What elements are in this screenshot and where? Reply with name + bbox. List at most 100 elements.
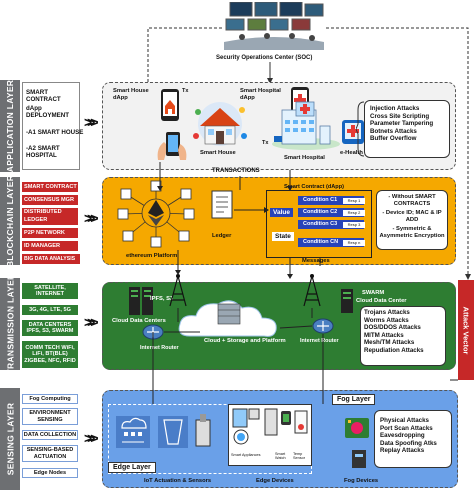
swarm-label: SWARM <box>362 290 385 296</box>
se-label-2: DATA COLLECTION <box>22 430 78 440</box>
app-attack-item: Botnets Attacks <box>370 127 417 135</box>
se-attack-item: Physical Attacks <box>380 417 429 424</box>
soc-title: Security Operations Center (SOC) <box>216 55 313 61</box>
transmission-layer-bar: TRANSMISSION LAYER <box>0 274 20 374</box>
resp-1: Resp 1 <box>343 198 365 204</box>
se-attacks-box <box>374 410 452 468</box>
cloud-label: Cloud + Storage and Platform <box>204 338 286 344</box>
tr-attacks-box <box>360 306 446 366</box>
app-label-1: dApp DEPLOYMENT <box>26 105 69 120</box>
app-bracket <box>356 101 365 157</box>
tr-label-2: DATA CENTERS IPFS, S3, SWARM <box>22 320 78 336</box>
smart-hospital-dapp-label: Smart Hospital dApp <box>240 88 281 101</box>
se-attack-item: Replay Attacks <box>380 447 425 455</box>
swarm-dc-label: Cloud Data Center <box>356 298 407 304</box>
ehealth-label: e-Health <box>340 150 363 156</box>
soc-image <box>222 1 326 52</box>
condition-c3: Condition C3 <box>298 220 364 229</box>
se-label-4: Edge Nodes <box>22 468 78 478</box>
value-label: Value <box>270 208 293 217</box>
messages-label: Messages <box>302 258 330 264</box>
se-label-3: SENSING-BASED ACTUATION <box>22 445 78 462</box>
tr-attacks-list: Trojans Attacks Worms Attacks DOS/DDOS A… <box>364 309 424 354</box>
router-label-2: Internet Router <box>300 338 339 344</box>
cell-tower-icon <box>302 272 322 308</box>
tr-attack-item: DOS/DDOS Attacks <box>364 324 421 332</box>
bc-label-5: BIG DATA ANALYSIS <box>22 254 80 264</box>
bc-bullet-item: - Symmetric & Asymmetric Encryption <box>379 226 445 240</box>
smart-house-phone-icon <box>160 88 180 122</box>
ledger-icon <box>210 190 234 220</box>
tr-attack-item: Worms Attacks <box>364 316 409 324</box>
device-label-2: Temp Sensor <box>293 452 306 460</box>
ipfs-label: IPFS, S3 <box>150 296 174 302</box>
edge-layer-label: Edge Layer <box>108 462 156 473</box>
smart-contract-label: Smart Contract (dApp) <box>282 184 346 190</box>
app-attacks-list: Injection Attacks Cross Site Scripting P… <box>370 105 433 143</box>
tx-label-1: Tx <box>182 88 189 94</box>
edge-devices-label: Edge Devices <box>256 478 294 484</box>
cloud-dc-label: Cloud Data Centers <box>112 318 166 324</box>
condition-cn: Condition CN <box>298 238 364 247</box>
bc-bullets-box <box>376 190 448 250</box>
cell-tower-icon <box>168 272 188 308</box>
transactions-label: TRANSACTIONS <box>212 168 260 174</box>
fog-layer-label: Fog Layer <box>332 394 376 405</box>
bc-label-3: P2P NETWORK <box>22 228 78 238</box>
tr-attack-item: MITM Attacks <box>364 331 404 339</box>
smart-house-icon <box>190 98 250 148</box>
fog-devices-label: Fog Devices <box>344 478 379 484</box>
se-attack-item: Port Scan Attacks <box>380 424 433 432</box>
fog-tower-icon <box>350 446 368 470</box>
attack-vector-bar: Attack Vector <box>458 280 474 380</box>
application-left-panel: SMART CONTRACT dApp DEPLOYMENT -A1 SMART… <box>22 82 83 170</box>
app-label-3: -A2 SMART HOSPITAL <box>26 145 60 160</box>
tr-attack-item: Repudiation Attacks <box>364 346 424 354</box>
router-icon <box>312 318 334 334</box>
iot-label: IoT Actuation & Sensors <box>144 478 212 484</box>
ethereum-platform-label: ethereum Platform <box>126 253 178 259</box>
sensing-layer-bar: SENSING LAYER <box>0 388 20 490</box>
app-attacks-box <box>364 100 450 158</box>
condition-c2: Condition C2 <box>298 208 364 217</box>
cloud-icon <box>176 296 280 344</box>
tr-label-0: SATELLITE, INTERNET <box>22 283 78 299</box>
iot-sensor-icons <box>114 412 226 452</box>
tr-label-3: COMM TECH WiFi, LiFi, BT(BLE) ZIGBEE, NF… <box>22 341 78 368</box>
resp-3: Resp 3 <box>343 222 365 228</box>
bc-label-4: ID MANAGER <box>22 241 78 251</box>
tr-label-1: 3G, 4G, LTE, 5G <box>22 305 78 315</box>
app-attack-item: Cross Site Scripting <box>370 112 430 120</box>
bc-label-1: CONSENSUS MGR <box>22 195 78 205</box>
bc-label-0: SMART CONTRACT <box>22 182 78 192</box>
smart-house-label: Smart House <box>200 150 236 156</box>
bc-bullets-list: - Without SMART CONTRACTS - Device ID; M… <box>378 194 446 240</box>
se-attack-item: Eavesdropping <box>380 432 425 440</box>
blockchain-left-panel: SMART CONTRACT CONSENSUS MGR DISTRIBUTED… <box>22 177 80 265</box>
ledger-label: Ledger <box>212 233 232 239</box>
se-attacks-list: Physical Attacks Port Scan Attacks Eaves… <box>380 417 437 455</box>
application-layer-bar: APPLICATION LAYER <box>0 80 20 172</box>
fog-device-icon <box>344 416 370 440</box>
blockchain-layer-bar: BLOCKCHAIN LAYER <box>0 175 20 267</box>
edge-devices-panel: Smart Appliances Smart Watch Temp Sensor <box>228 404 312 466</box>
bc-bullet-item: - Without SMART CONTRACTS <box>388 194 436 208</box>
smart-hospital-icon <box>270 100 342 150</box>
se-label-1: ENVIRONMENT SENSING <box>22 408 78 425</box>
tr-attack-item: Mesh/TM Attacks <box>364 339 415 347</box>
app-attack-item: Buffer Overflow <box>370 135 417 143</box>
bc-bullet-item: - Device ID; MAC & IP ADD <box>382 210 442 224</box>
state-label: State <box>272 232 294 241</box>
user-phone-icon <box>154 126 190 162</box>
device-label-0: Smart Appliances <box>231 453 261 457</box>
app-attack-item: Parameter Tampering <box>370 120 434 128</box>
smart-hospital-label: Smart Hospital <box>284 155 325 161</box>
sensing-left-panel: Fog Computing ENVIRONMENT SENSING DATA C… <box>22 392 80 490</box>
app-label-2: -A1 SMART HOUSE <box>26 129 84 136</box>
ethereum-network-icon <box>116 180 196 250</box>
se-label-0: Fog Computing <box>22 394 78 404</box>
swarm-server-icon <box>340 288 354 314</box>
tx-label-2: Tx <box>262 140 269 146</box>
transmission-left-panel: SATELLITE, INTERNET 3G, 4G, LTE, 5G DATA… <box>22 280 80 370</box>
